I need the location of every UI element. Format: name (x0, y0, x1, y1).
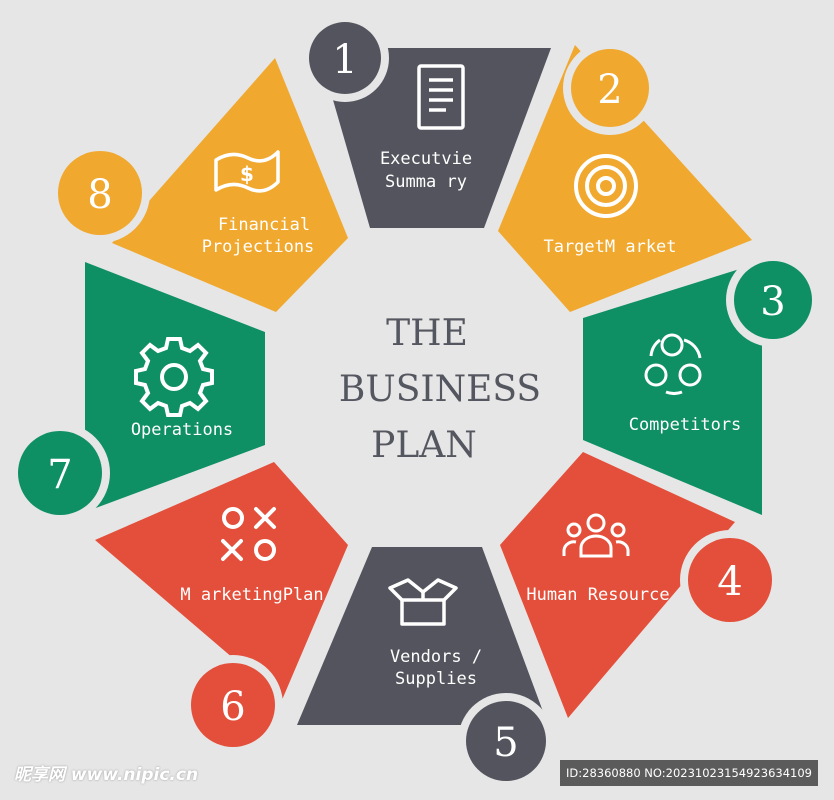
badge-7-number: 7 (47, 452, 72, 498)
segment-5-label-line1: Vendors / (390, 647, 482, 667)
segment-8-label-line1: Financial (218, 215, 310, 235)
segment-5-shape (297, 547, 548, 725)
badge-8-disc (58, 151, 142, 235)
segment-financial-projections: 8 $ Financial Projections (50, 58, 348, 312)
center-title: THE BUSINESS PLAN (339, 313, 541, 466)
gear-icon (134, 337, 214, 417)
badge-1-disc (309, 22, 381, 94)
segment-human-resource: 4 Human Resource (500, 452, 780, 718)
badge-6-number: 6 (220, 684, 245, 730)
watermark-logo: 昵享网 www.nipic.cn (14, 765, 199, 785)
segment-4-shape (500, 452, 735, 718)
badge-2-number: 2 (597, 67, 622, 113)
badge-6-disc (191, 663, 275, 747)
segment-executive-summary: 1 Executvie Summa ry (301, 14, 551, 228)
segment-3-shape (583, 262, 762, 515)
network-users-icon (644, 333, 702, 395)
segment-operations: 7 Operations (10, 262, 265, 523)
badge-5-number: 5 (493, 720, 518, 766)
segment-competitors: 3 Competitors (583, 253, 820, 515)
segment-1-label-line1: Executvie (380, 149, 472, 169)
segment-5-label-line2: Supplies (395, 669, 477, 689)
badge-8-number: 8 (87, 172, 112, 218)
badge-2-disc (571, 49, 649, 127)
segment-4-label: Human Resource (526, 585, 669, 605)
badge-5-disc (466, 701, 546, 781)
segment-vendors-supplies: 5 Vendors / Supplies (297, 547, 554, 789)
segment-target-market: 2 TargetM arket (498, 41, 752, 312)
center-title-line1: THE (386, 313, 468, 354)
image-id-bar: ID:28360880 NO:20231023154923634109 (560, 760, 818, 786)
segment-6-label: M arketingPlan (180, 585, 323, 605)
badge-3-disc (734, 261, 812, 339)
badge-4-disc (688, 538, 772, 622)
segment-marketing-plan: 6 M arketingPlan (95, 462, 348, 755)
badge-3-number: 3 (760, 279, 785, 325)
center-title-line3: PLAN (371, 425, 477, 466)
segment-7-label: Operations (131, 420, 233, 440)
target-icon (574, 154, 638, 218)
svg-text:$: $ (240, 162, 254, 186)
badge-1-number: 1 (332, 37, 357, 83)
segment-6-shape (95, 462, 348, 700)
open-box-icon (388, 578, 458, 626)
segment-3-label: Competitors (629, 415, 742, 435)
badge-7-disc (18, 431, 102, 515)
segment-1-shape (318, 48, 551, 228)
segment-1-label-line2: Summa ry (385, 172, 467, 192)
dollar-bill-icon: $ (214, 150, 280, 193)
team-icon (562, 513, 630, 558)
center-title-line2: BUSINESS (339, 369, 541, 410)
tic-tac-toe-icon (221, 507, 276, 561)
segment-2-label: TargetM arket (543, 237, 676, 257)
badge-4-number: 4 (717, 559, 742, 605)
document-icon (417, 64, 465, 130)
segment-8-label-line2: Projections (202, 237, 315, 257)
